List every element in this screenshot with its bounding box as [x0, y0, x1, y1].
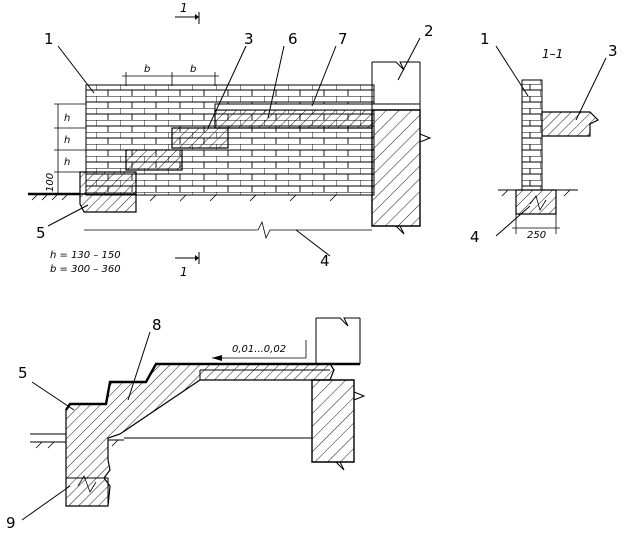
callout-2: 2: [424, 22, 434, 40]
lower-building-wall: [311, 379, 355, 463]
floor-plate: [214, 103, 421, 111]
footing-block: [79, 193, 137, 213]
monolithic-stair: [65, 363, 335, 507]
callout-3: 3: [244, 30, 254, 48]
step-block-1: [79, 171, 137, 195]
callout-5: 5: [36, 224, 46, 242]
slope-label: 0,01...0,02: [232, 344, 286, 355]
ground-hatch-left: [31, 193, 337, 202]
callout-4: 4: [320, 252, 330, 270]
cut-mark-bottom: 1: [180, 265, 188, 279]
lower-callout-9: 9: [6, 514, 16, 532]
lower-callout-5: 5: [18, 364, 28, 382]
section-callout-3: 3: [608, 42, 618, 60]
monolithic-steps-view: 0,01...0,02 5 8 9: [6, 316, 366, 532]
section-title: 1–1: [542, 47, 563, 61]
note-b-range: b = 300 – 360: [50, 264, 121, 275]
section-callout-4: 4: [470, 228, 480, 246]
lower-callout-8: 8: [152, 316, 162, 334]
dim-250: 250: [527, 230, 546, 241]
section-view: 1–1 250 1 3 4: [470, 30, 618, 246]
dim-b-1: b: [144, 64, 150, 75]
landing-slab: [214, 109, 373, 129]
dim-100: 100: [45, 173, 56, 192]
cut-mark-top: 1: [180, 1, 188, 15]
dim-h-1: h: [64, 113, 70, 124]
building-wall: [371, 109, 421, 227]
dim-h-3: h: [64, 157, 70, 168]
section-slab: [541, 111, 600, 137]
section-footing: [515, 189, 557, 215]
dim-b-2: b: [190, 64, 196, 75]
dim-h-2: h: [64, 135, 70, 146]
callout-7: 7: [338, 30, 348, 48]
section-brick-wall: [521, 79, 543, 191]
callout-1: 1: [44, 30, 54, 48]
step-block-2: [125, 149, 183, 171]
elevation-view: b b h h h 100 1 1 h = 130 – 150 b = 300 …: [28, 1, 434, 279]
note-h-range: h = 130 – 150: [50, 250, 121, 261]
callout-6: 6: [288, 30, 298, 48]
step-block-3: [171, 127, 229, 149]
section-callout-1: 1: [480, 30, 490, 48]
